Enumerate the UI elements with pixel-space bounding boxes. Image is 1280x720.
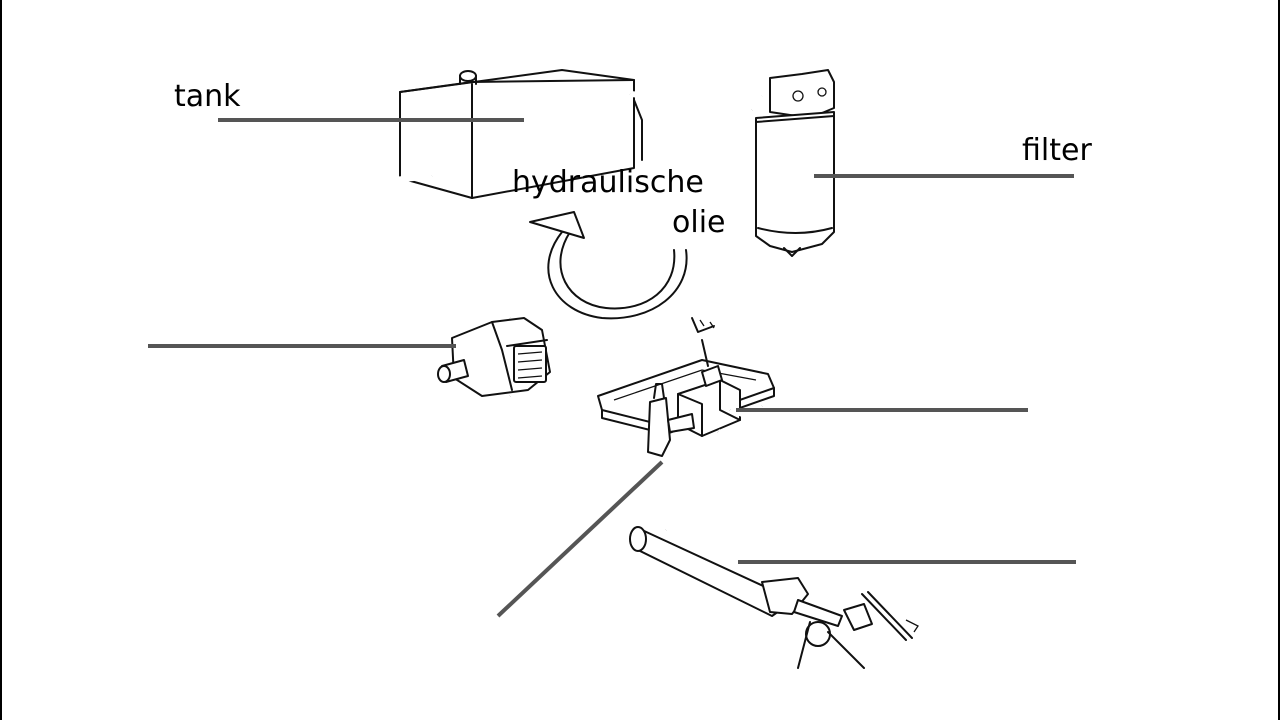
- pump-drawing: [437, 317, 551, 397]
- return-pipe: [739, 108, 824, 409]
- relief-valve-leader: [496, 460, 664, 618]
- cylinder-drawing: [629, 526, 919, 669]
- flow-arrow-icon: [529, 211, 688, 320]
- valve-block-drawing: [597, 317, 775, 457]
- filter-drawing: [755, 69, 835, 257]
- suction-pipe: [383, 173, 513, 321]
- pressure-pipe: [498, 394, 657, 460]
- tank-to-filter-pipe: [629, 91, 763, 104]
- cylinder-pipes: [663, 407, 775, 580]
- hydraulic-oil-label-line1: hydraulische: [512, 165, 704, 200]
- tank-drawing: [399, 69, 643, 199]
- tank-label: tank: [174, 79, 241, 114]
- filter-label: filter: [1022, 133, 1092, 168]
- hydraulic-oil-label-line2: olie: [672, 205, 725, 240]
